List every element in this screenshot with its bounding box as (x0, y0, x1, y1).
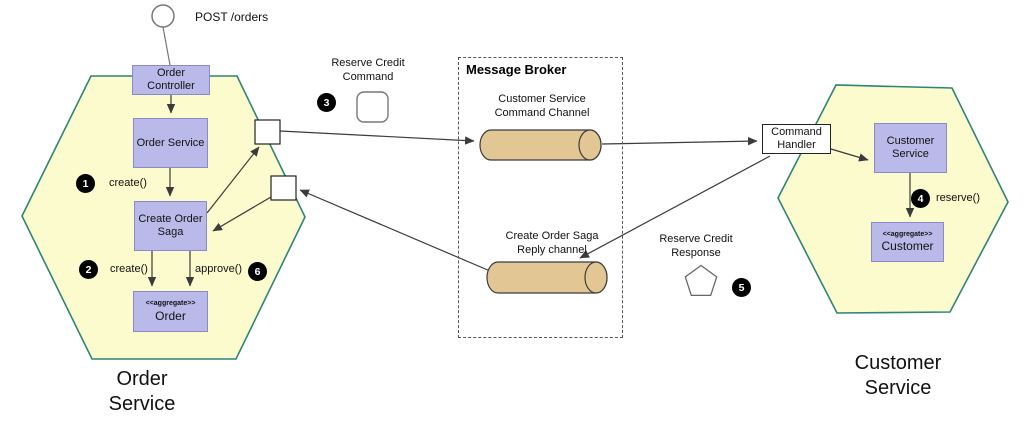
start-circle-icon (151, 4, 175, 28)
command-channel-label: Customer Service Command Channel (494, 93, 590, 119)
response-message-pentagon-icon (684, 264, 718, 297)
arrow-outport-to-command-channel (279, 130, 475, 145)
create-order-saga-label: Create Order Saga (138, 213, 203, 238)
reserve-credit-command-label: Reserve Credit Command (331, 57, 405, 83)
reply-channel-label: Create Order Saga Reply channel (505, 230, 599, 256)
customer-aggregate-stereotype: <<aggregate>> (882, 230, 933, 238)
start-connector (162, 26, 171, 66)
arrow-saga-to-outport (206, 146, 260, 214)
arrow-inport-to-saga (212, 196, 272, 232)
step-2-badge: 2 (79, 260, 98, 279)
customer-service-box: Customer Service (874, 123, 947, 173)
order-service-box: Order Service (133, 118, 208, 168)
command-handler-label: Command Handler (771, 125, 822, 151)
command-out-port (254, 119, 281, 145)
reply-channel-cylinder (486, 261, 608, 294)
arrow-handler-to-reply-channel (579, 155, 771, 259)
reserve-credit-response-label: Reserve Credit Response (659, 233, 733, 259)
order-aggregate-name: Order (155, 308, 186, 323)
customer-aggregate-box: <<aggregate>> Customer (871, 222, 944, 262)
order-controller-label: Order Controller (147, 67, 195, 92)
customer-aggregate-name: Customer (881, 239, 934, 254)
post-orders-label: POST /orders (195, 10, 269, 24)
step-6-badge: 6 (248, 262, 267, 281)
arrow-command-channel-to-handler (601, 136, 758, 146)
message-broker-title: Message Broker (466, 62, 567, 77)
order-aggregate-stereotype: <<aggregate>> (145, 300, 196, 308)
command-channel-cylinder (479, 129, 602, 161)
order-service-box-label: Order Service (136, 136, 205, 149)
step-1-method-label: create() (109, 177, 147, 189)
customer-service-hexagon (777, 84, 1009, 314)
step-6-method-label: approve() (195, 263, 243, 275)
reply-in-port (270, 175, 297, 201)
order-aggregate-box: <<aggregate>> Order (133, 291, 208, 332)
step-4-method-label: reserve() (936, 192, 981, 204)
order-controller-box: Order Controller (132, 65, 210, 95)
command-message-icon (356, 91, 389, 123)
customer-service-hexagon-label: Customer Service (854, 352, 942, 399)
step-1-badge: 1 (76, 174, 95, 193)
command-handler-box: Command Handler (762, 124, 831, 154)
customer-service-box-label: Customer Service (886, 135, 935, 160)
step-3-badge: 3 (317, 93, 336, 112)
order-service-hexagon-label: Order Service (108, 368, 176, 415)
step-4-badge: 4 (911, 189, 930, 208)
message-broker-container (458, 57, 623, 338)
create-order-saga-box: Create Order Saga (134, 201, 207, 251)
step-5-badge: 5 (732, 278, 751, 297)
step-2-method-label: create() (110, 263, 148, 275)
arrow-handler-to-customer-service (830, 148, 869, 162)
